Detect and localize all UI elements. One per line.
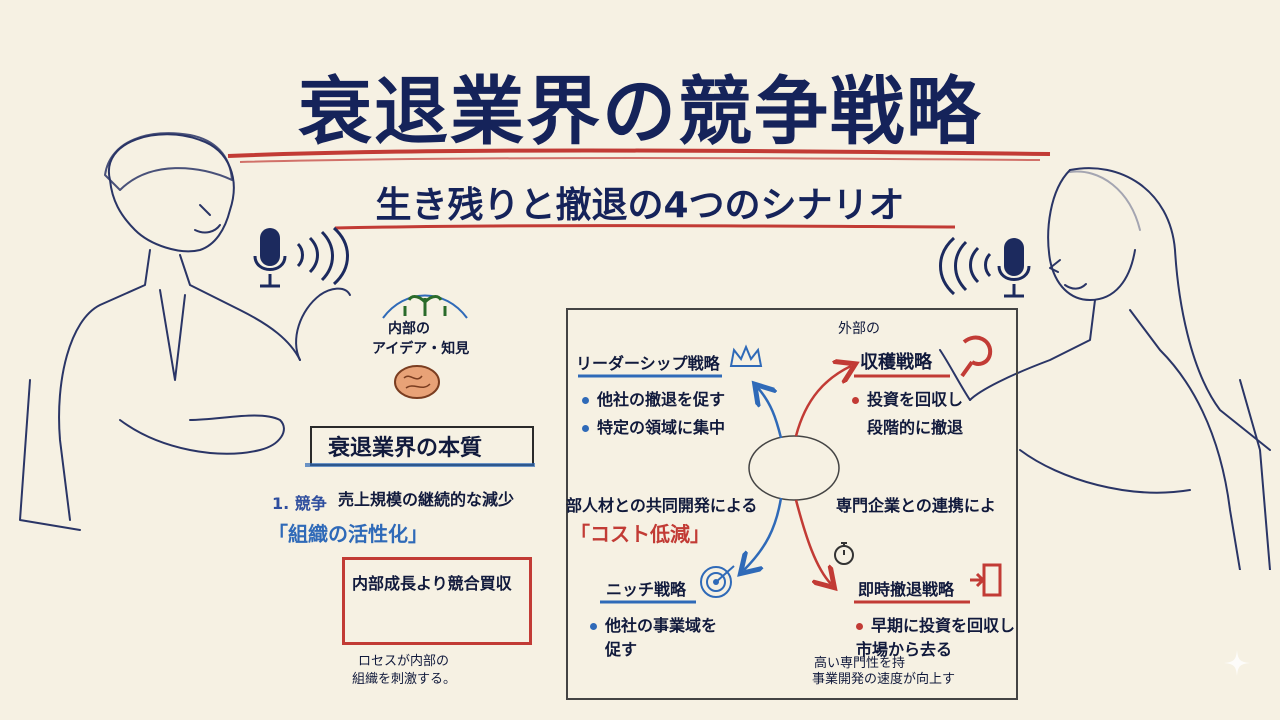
- brain-icon: [394, 365, 440, 399]
- leadership-bullet-2: 特定の領域に集中: [582, 414, 725, 438]
- strategy-diagram: [566, 308, 1018, 700]
- page-title: 衰退業界の競争戦略: [298, 69, 982, 155]
- essence-underline: [305, 463, 535, 467]
- niche-underline: [600, 600, 696, 604]
- sickle-icon: [960, 335, 993, 378]
- microphone-icon: [253, 226, 349, 288]
- bottom-line-2: 事業開発の速度が向上す: [812, 672, 956, 687]
- leadership-bullet-1: 他社の撤退を促す: [582, 386, 725, 410]
- middle-left-label: 部人材との共同開発による: [566, 496, 758, 515]
- woman-illustration: [939, 167, 1271, 570]
- leadership-bullet-1-text: 他社の撤退を促す: [597, 390, 726, 409]
- note-line2: 組織を刺激する。: [352, 672, 457, 687]
- microphone-icon: [939, 236, 1031, 298]
- note-line1: ロセスが内部の: [358, 654, 450, 669]
- niche-bullet-1-text: 他社の事業域を: [605, 616, 718, 635]
- bullet-icon: [582, 425, 589, 432]
- harvest-bullet-1: 投資を回収し: [852, 386, 963, 410]
- niche-bullet-2: 促す: [605, 640, 638, 659]
- bullet-icon: [852, 397, 859, 404]
- niche-title: ニッチ戦略: [606, 580, 687, 599]
- harvest-bullet-1-text: 投資を回収し: [867, 390, 964, 409]
- leadership-bullet-2-text: 特定の領域に集中: [597, 418, 726, 437]
- exit-door-icon: [970, 563, 1002, 597]
- harvest-title: 収穫戦略: [860, 352, 932, 373]
- stopwatch-icon: [834, 542, 854, 565]
- idea-label-line1: 内部の: [388, 321, 430, 337]
- sprout-icon: [382, 294, 468, 319]
- subtitle-underline: [334, 224, 956, 230]
- bottom-line-1: 高い専門性を持: [814, 656, 906, 671]
- highlight-text: 「組織の活性化」: [268, 522, 428, 546]
- sparkle-icon: [1224, 650, 1250, 676]
- acquisition-box: [342, 557, 532, 645]
- man-illustration: [19, 132, 351, 531]
- title-underline: [227, 148, 1051, 163]
- cost-reduction-label: 「コスト低減」: [570, 522, 710, 546]
- exit-bullet-1: 早期に投資を回収し: [856, 612, 1015, 636]
- exit-bullet-1-text: 早期に投資を回収し: [871, 616, 1016, 635]
- idea-label-line2: アイデア・知見: [372, 341, 470, 357]
- acquisition-text: 内部成長より競合買収: [352, 574, 512, 593]
- page-subtitle: 生き残りと撤退の4つのシナリオ: [375, 185, 905, 226]
- middle-right-label: 専門企業との連携によ: [836, 496, 996, 515]
- diagram-arrows: [566, 308, 1016, 698]
- bullet-icon: [590, 623, 597, 630]
- leadership-underline: [578, 374, 722, 378]
- essence-title: 衰退業界の本質: [328, 436, 483, 461]
- point-text: 売上規模の継続的な減少: [338, 490, 515, 509]
- harvest-bullet-2: 段階的に撤退: [867, 418, 964, 437]
- target-icon: [700, 565, 735, 598]
- bullet-icon: [582, 397, 589, 404]
- leadership-title: リーダーシップ戦略: [576, 354, 720, 373]
- point-number: 1. 競争: [272, 494, 327, 513]
- harvest-underline: [854, 374, 950, 378]
- niche-bullet-1: 他社の事業域を: [590, 612, 717, 636]
- crown-icon: [729, 344, 763, 367]
- diagram-top-label: 外部の: [838, 321, 880, 337]
- bullet-icon: [856, 623, 863, 630]
- exit-underline: [854, 600, 970, 604]
- exit-bullet-2: 市場から去る: [856, 640, 953, 659]
- exit-title: 即時撤退戦略: [858, 580, 955, 599]
